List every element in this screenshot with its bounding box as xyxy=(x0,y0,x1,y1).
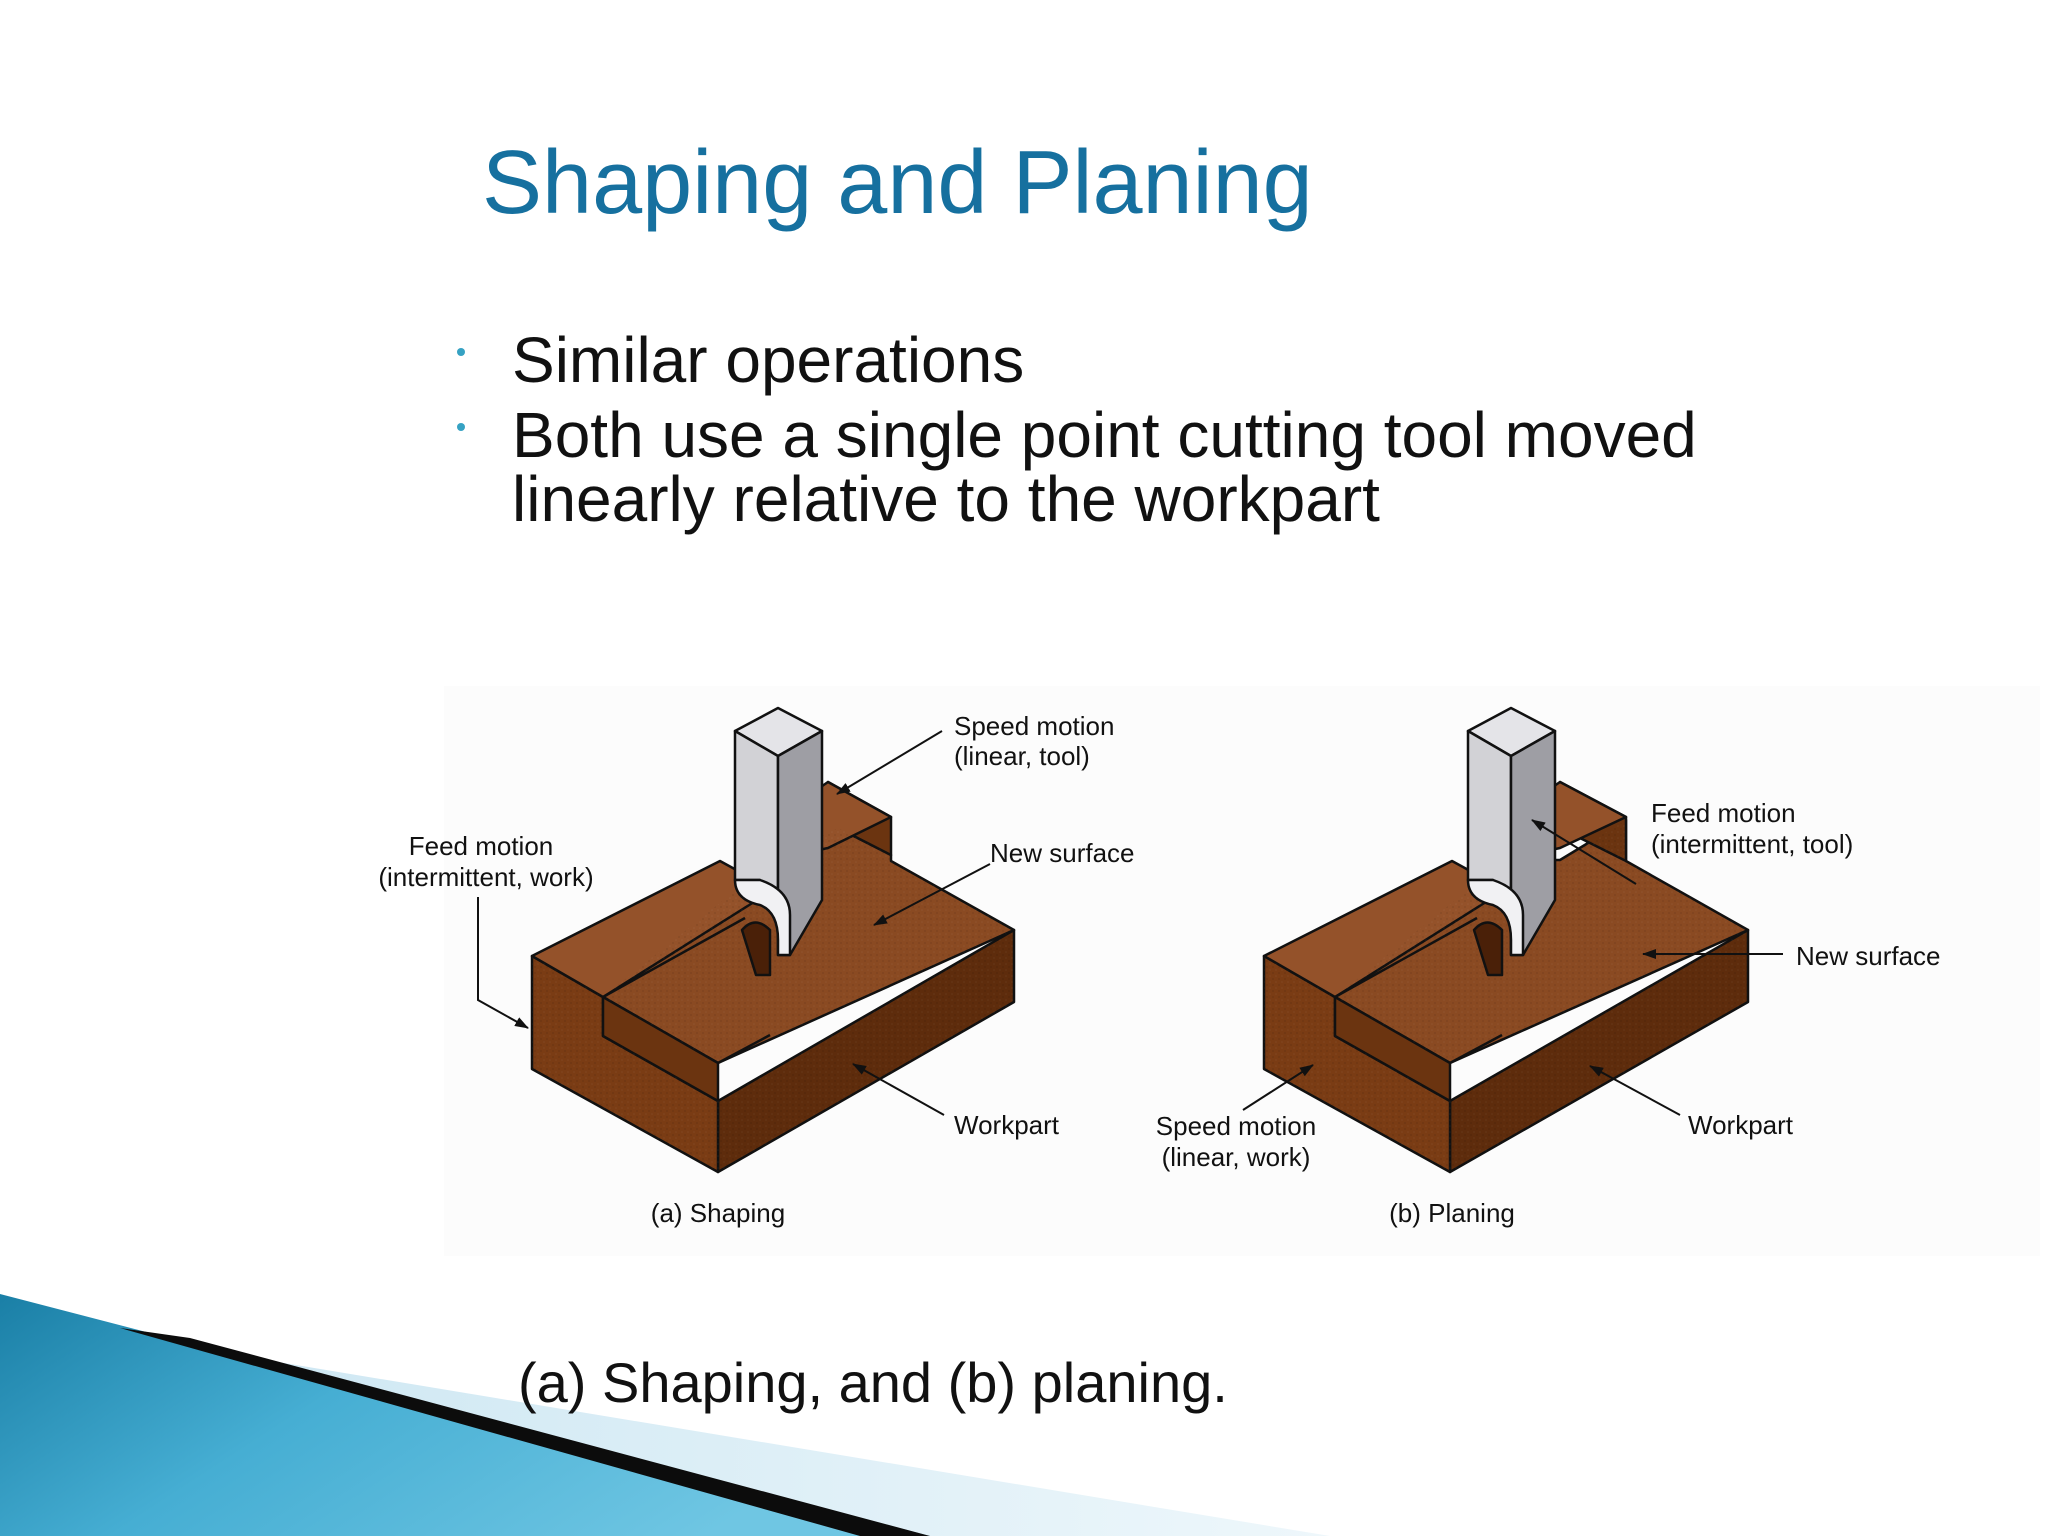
planing-sub-caption: (b) Planing xyxy=(1389,1198,1515,1228)
shaping-feed-label-detail: (intermittent, work) xyxy=(378,862,593,892)
planing-feed-label: Feed motion xyxy=(1651,798,1796,828)
bullet-line: linearly relative to the workpart xyxy=(512,463,1380,535)
bullet-line: Similar operations xyxy=(512,324,1025,396)
shaping-feed-label: Feed motion xyxy=(409,831,554,861)
bullet-dot-icon xyxy=(457,423,465,431)
shaping-speed-label-detail: (linear, tool) xyxy=(954,741,1090,771)
slide-title: Shaping and Planing xyxy=(482,133,1313,233)
shaping-new-surface-label: New surface xyxy=(990,838,1135,868)
planing-workpart-block xyxy=(1262,780,1750,1174)
planing-speed-label: Speed motion xyxy=(1156,1111,1316,1141)
shaping-speed-label: Speed motion xyxy=(954,711,1114,741)
planing-feed-label-detail: (intermittent, tool) xyxy=(1651,829,1853,859)
bullet-list: Similar operations Both use a single poi… xyxy=(452,328,2012,542)
planing-workpart-label: Workpart xyxy=(1688,1110,1794,1140)
bullet-dot-icon xyxy=(457,348,465,356)
planing-new-surface-label: New surface xyxy=(1796,941,1941,971)
bullet-item: Both use a single point cutting tool mov… xyxy=(452,403,2012,531)
shaping-figure: Speed motion (linear, tool) Feed motion … xyxy=(378,706,1135,1228)
planing-speed-label-detail: (linear, work) xyxy=(1162,1142,1311,1172)
shaping-cutting-tool xyxy=(733,706,824,957)
bullet-item: Similar operations xyxy=(452,328,2012,392)
shaping-workpart-label: Workpart xyxy=(954,1110,1060,1140)
planing-figure: Feed motion (intermittent, tool) New sur… xyxy=(1156,706,1941,1228)
shaping-workpart-block xyxy=(530,780,1016,1174)
figure-caption: (a) Shaping, and (b) planing. xyxy=(518,1351,1228,1414)
shaping-sub-caption: (a) Shaping xyxy=(651,1198,785,1228)
bullet-line: Both use a single point cutting tool mov… xyxy=(512,399,1697,471)
planing-cutting-tool xyxy=(1466,706,1557,957)
